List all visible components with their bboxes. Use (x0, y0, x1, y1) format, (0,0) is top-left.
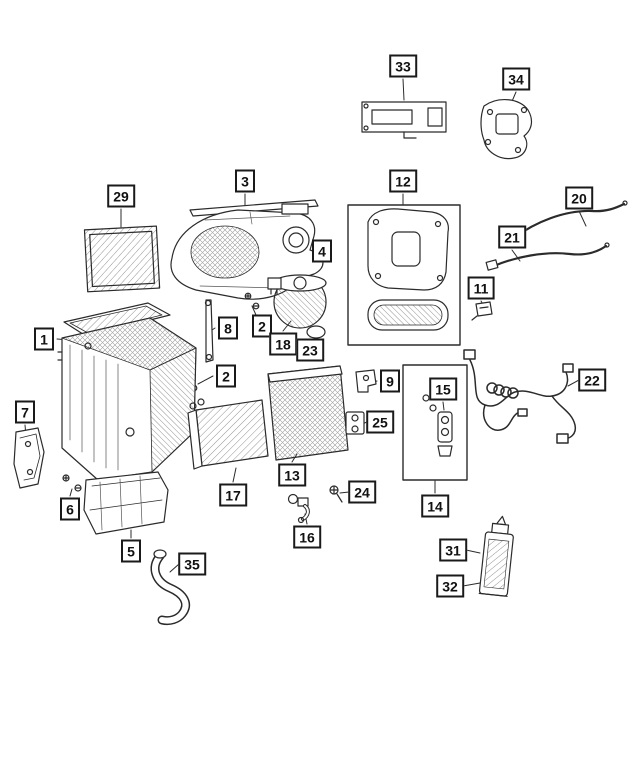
part-dash-gasket-assembly (347, 204, 461, 346)
part-bracket-small (355, 369, 377, 393)
callout-2-lower[interactable]: 2 (216, 364, 236, 388)
part-sealant-tube (478, 515, 514, 597)
part-blower-motor (273, 274, 327, 339)
callout-31[interactable]: 31 (439, 538, 467, 562)
callout-25[interactable]: 25 (366, 410, 394, 434)
callout-22[interactable]: 22 (578, 368, 606, 392)
part-side-bracket (13, 427, 45, 489)
callout-18[interactable]: 18 (269, 332, 297, 356)
part-clips (62, 474, 82, 492)
part-lower-housing (83, 471, 169, 535)
callout-9[interactable]: 9 (380, 369, 400, 393)
part-screws-upper (244, 292, 260, 310)
callout-12[interactable]: 12 (389, 169, 417, 193)
callout-15[interactable]: 15 (429, 377, 457, 401)
callout-14[interactable]: 14 (421, 494, 449, 518)
callout-29[interactable]: 29 (107, 184, 135, 208)
part-probe-sensor (287, 493, 310, 524)
part-cabin-filter (83, 225, 161, 293)
callout-23[interactable]: 23 (296, 338, 324, 362)
part-drain-tube (150, 549, 190, 626)
part-expansion-valve (345, 411, 365, 435)
part-control-cable-lower (485, 242, 610, 271)
part-blower-cap (306, 325, 326, 339)
callout-32[interactable]: 32 (436, 574, 464, 598)
callout-16[interactable]: 16 (293, 525, 321, 549)
part-main-housing (57, 302, 197, 481)
callout-3[interactable]: 3 (235, 169, 255, 193)
part-evaporator-core (267, 365, 349, 461)
callout-33[interactable]: 33 (389, 54, 417, 78)
callout-4[interactable]: 4 (312, 239, 332, 263)
part-wiring-harness (463, 349, 577, 444)
callout-7[interactable]: 7 (15, 400, 35, 424)
callout-2-upper[interactable]: 2 (252, 314, 272, 338)
callout-20[interactable]: 20 (565, 186, 593, 210)
part-heater-core (187, 398, 269, 470)
callout-1[interactable]: 1 (34, 327, 54, 351)
callout-17[interactable]: 17 (219, 483, 247, 507)
callout-24[interactable]: 24 (348, 480, 376, 504)
callout-13[interactable]: 13 (278, 463, 306, 487)
callout-5[interactable]: 5 (121, 539, 141, 563)
callout-34[interactable]: 34 (502, 67, 530, 91)
part-blower-resistor (267, 277, 282, 295)
callout-11[interactable]: 11 (467, 276, 495, 300)
part-seal-gasket (480, 99, 533, 160)
part-screw (329, 485, 343, 503)
part-cable-clip (471, 301, 493, 321)
part-link-lever (204, 299, 214, 363)
callout-21[interactable]: 21 (498, 225, 526, 249)
callout-8[interactable]: 8 (218, 316, 238, 340)
part-valve-assembly (402, 364, 468, 481)
callout-35[interactable]: 35 (178, 552, 206, 576)
callout-6[interactable]: 6 (60, 497, 80, 521)
part-mounting-bracket (361, 101, 447, 139)
